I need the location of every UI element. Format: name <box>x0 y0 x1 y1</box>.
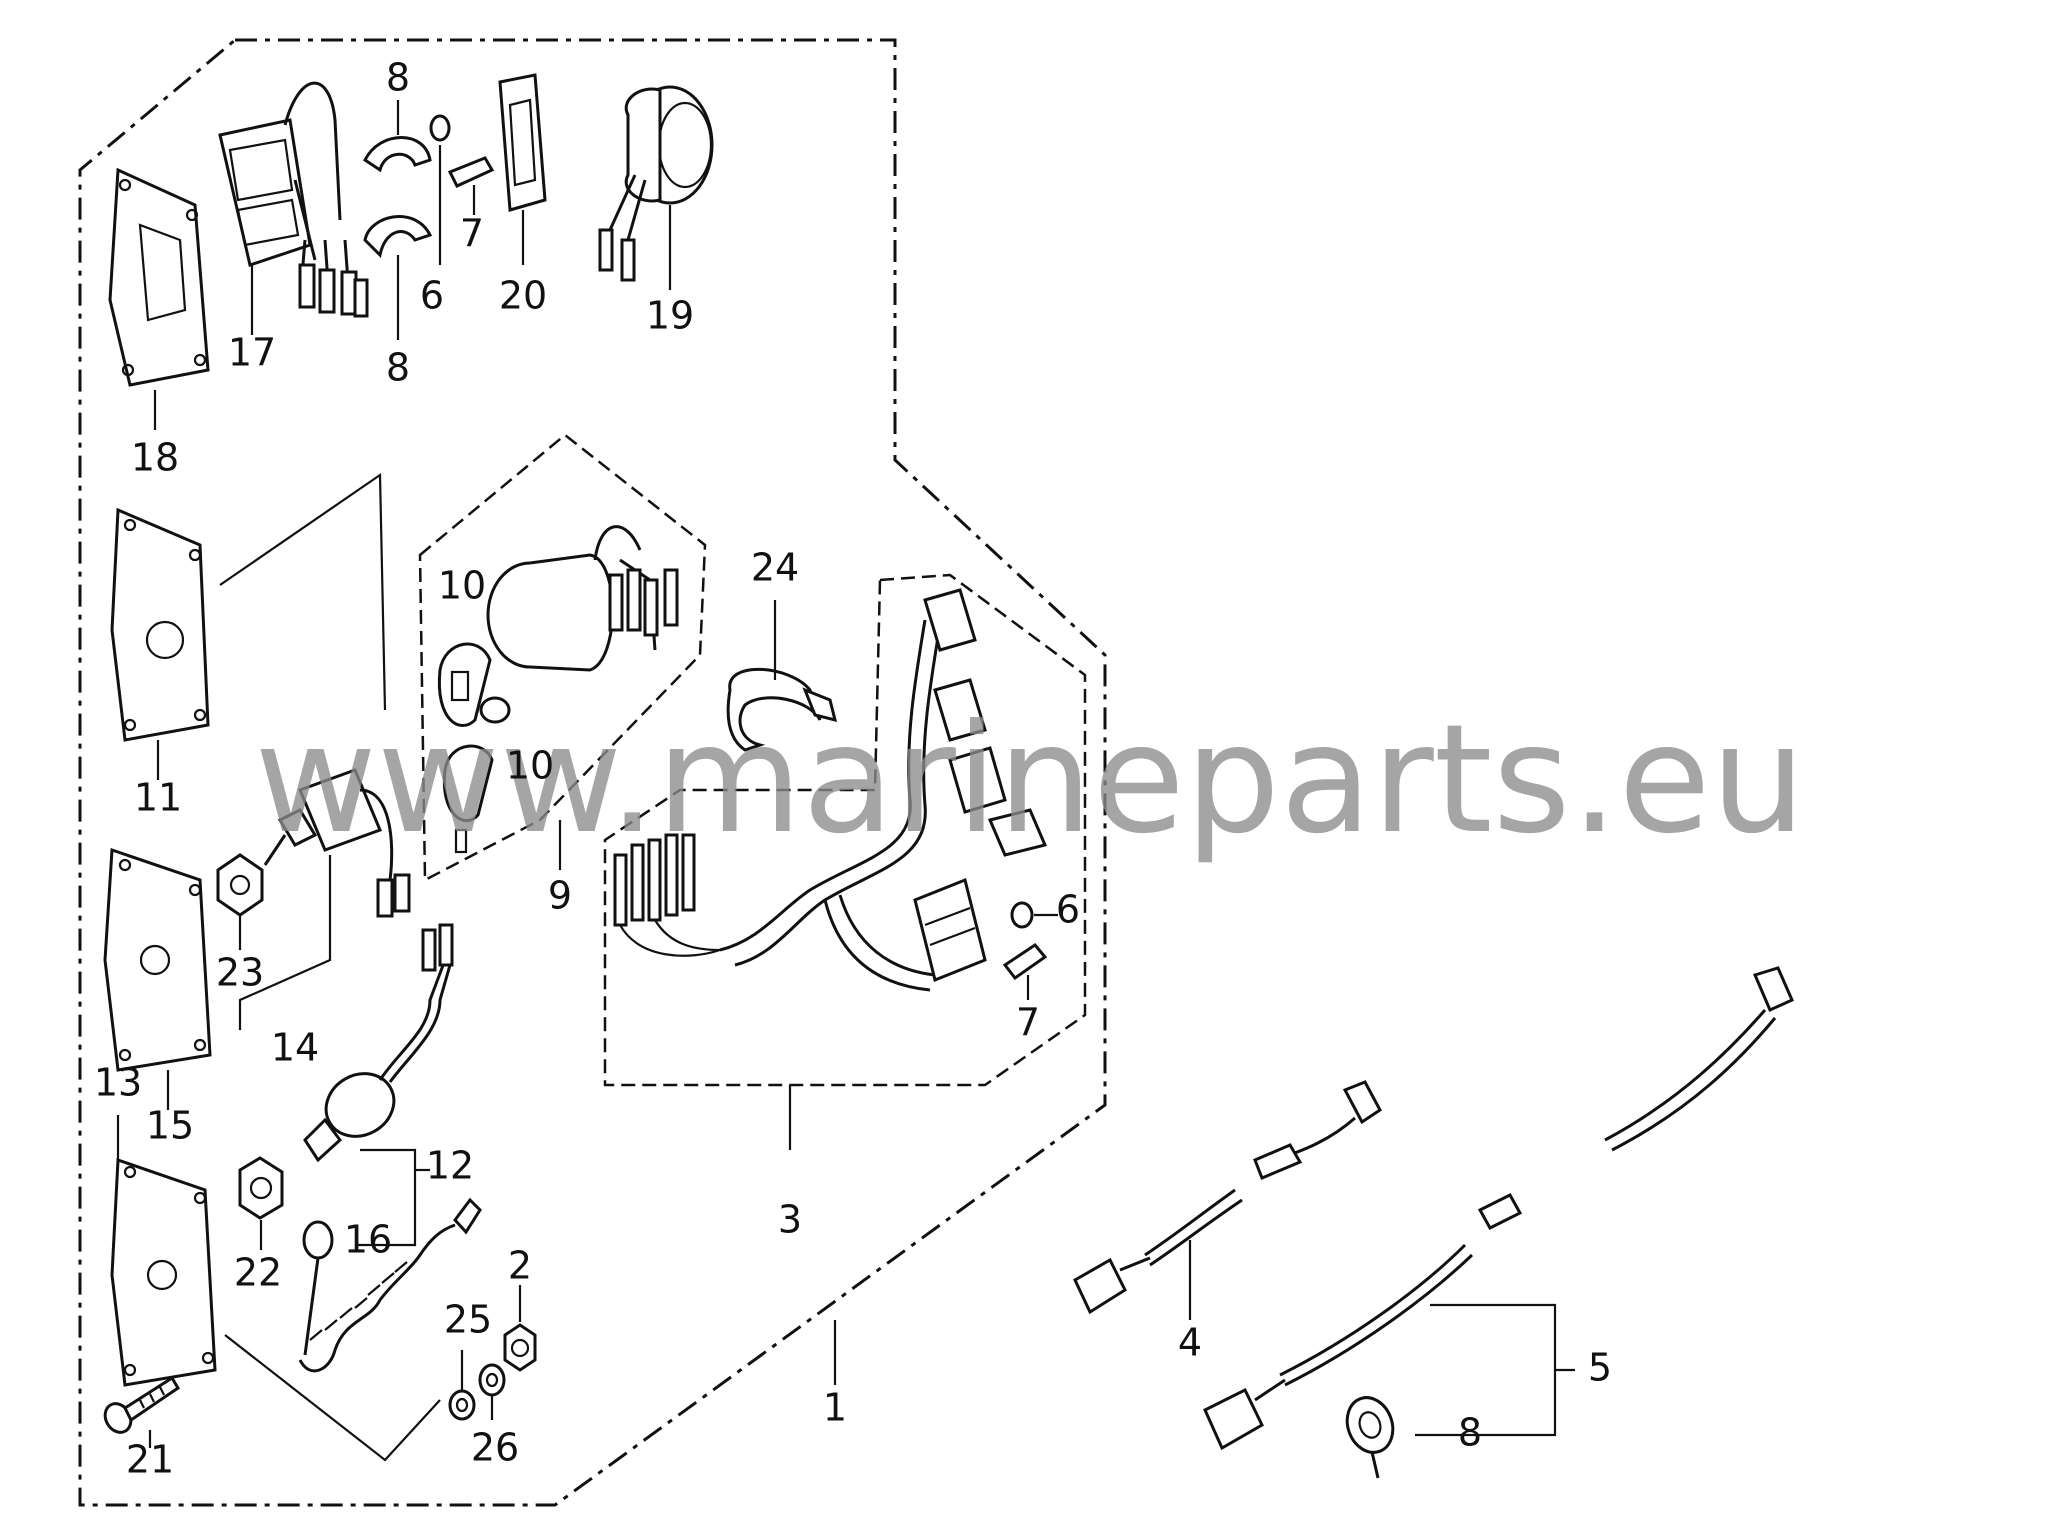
part-15-panel <box>103 847 212 1072</box>
part-25-washer <box>448 1389 476 1421</box>
part-26-washer <box>478 1363 506 1397</box>
callout-14: 14 <box>271 1026 319 1070</box>
callout-13: 13 <box>94 1061 142 1105</box>
part-11-panel <box>110 507 210 742</box>
part-21-screw <box>103 1375 181 1434</box>
part-18-panel <box>108 167 210 387</box>
callout-4: 4 <box>1178 1321 1202 1365</box>
callout-7a: 7 <box>460 212 484 256</box>
part-7-sleeve <box>447 156 495 188</box>
callout-6a: 6 <box>420 274 444 318</box>
callout-21: 21 <box>126 1438 174 1482</box>
callout-5: 5 <box>1588 1346 1612 1390</box>
part-13-panel <box>110 1157 217 1387</box>
harness-connectors-left <box>613 833 721 957</box>
part-8-clip-top <box>363 136 432 173</box>
part-10-key-bottom <box>442 744 494 854</box>
callout-10b: 10 <box>506 744 554 788</box>
callout-19: 19 <box>646 294 694 338</box>
callout-1: 1 <box>823 1386 847 1430</box>
callout-3: 3 <box>778 1198 802 1242</box>
part-2-nut <box>503 1323 537 1372</box>
callout-8a: 8 <box>386 56 410 100</box>
part-6-cap <box>429 114 451 142</box>
callout-24: 24 <box>751 546 799 590</box>
watermark-text: www.marineparts.eu <box>254 693 1806 867</box>
callout-15: 15 <box>146 1104 194 1148</box>
part-10-key-top <box>437 642 492 727</box>
harness-connectors-right <box>913 877 987 983</box>
group-outline-3 <box>603 573 1087 1087</box>
part-20-holder <box>498 73 547 212</box>
callout-20: 20 <box>499 274 547 318</box>
callout-17: 17 <box>228 331 276 375</box>
callout-6b: 6 <box>1056 888 1080 932</box>
part-24-clamp <box>726 667 838 752</box>
part-14-toggle-switch <box>263 768 411 918</box>
part-9-ignition-switch <box>486 525 679 672</box>
callout-23: 23 <box>216 951 264 995</box>
part-12-pressure-switch <box>303 923 454 1163</box>
callout-11: 11 <box>134 776 182 820</box>
callout-16: 16 <box>344 1218 392 1262</box>
part-8-ring-clip <box>1345 1396 1395 1479</box>
callout-12: 12 <box>426 1144 474 1188</box>
part-5-extension-cable <box>1203 966 1794 1451</box>
part-22-nut <box>238 1156 284 1220</box>
callout-18: 18 <box>131 436 179 480</box>
callout-25: 25 <box>444 1298 492 1342</box>
callout-7b: 7 <box>1016 1001 1040 1045</box>
assembly-outline-1 <box>78 38 1107 1507</box>
part-16-terminal <box>302 1220 334 1260</box>
part-7-sleeve-harness <box>1002 943 1048 981</box>
part-3-wire-harness <box>613 588 1048 992</box>
callout-2: 2 <box>508 1244 532 1288</box>
part-17-switch <box>218 81 369 318</box>
callout-8b: 8 <box>386 346 410 390</box>
callout-26: 26 <box>471 1426 519 1470</box>
callout-22: 22 <box>234 1251 282 1295</box>
part-23-nut <box>216 853 264 917</box>
part-8-clip-bottom <box>363 215 433 259</box>
callout-10a: 10 <box>438 564 486 608</box>
part-6-cap-harness <box>1010 901 1034 929</box>
lanyard-coil-cord <box>298 1197 482 1373</box>
part-4-extension-cable <box>1073 1080 1382 1315</box>
part-19-buzzer <box>598 85 714 282</box>
callout-9: 9 <box>548 874 572 918</box>
callout-8c: 8 <box>1458 1411 1482 1455</box>
